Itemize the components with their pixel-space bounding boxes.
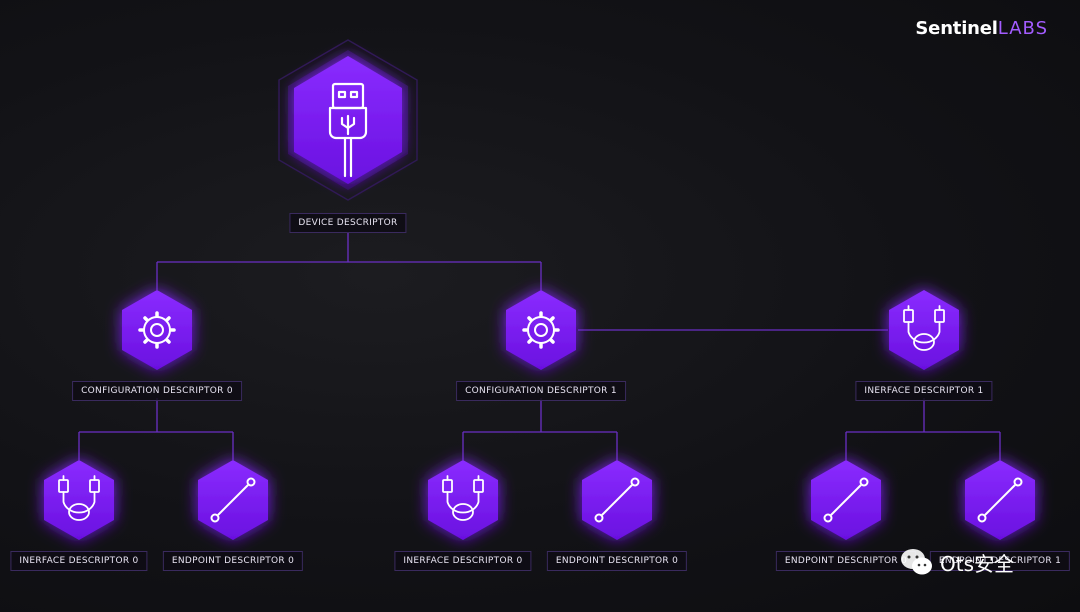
c0-interface-descriptor-0-node — [44, 460, 114, 540]
watermark-text: Ots安全 — [940, 551, 1015, 576]
endpoint-link-icon — [823, 477, 869, 523]
wechat-icon — [901, 549, 932, 575]
c0-endpoint-descriptor-0-label: ENDPOINT DESCRIPTOR 0 — [162, 551, 304, 571]
configuration-descriptor-0-label: CONFIGURATION DESCRIPTOR 0 — [72, 381, 242, 401]
configuration-descriptor-1-label: CONFIGURATION DESCRIPTOR 1 — [456, 381, 626, 401]
c0-endpoint-descriptor-0-node — [198, 460, 268, 540]
i1-endpoint-descriptor-0-label: ENDPOINT DESCRIPTOR 0 — [775, 551, 917, 571]
brand-name: Sentinel — [915, 18, 998, 39]
watermark: Ots安全 — [900, 545, 1014, 579]
endpoint-link-icon — [977, 477, 1023, 523]
c1-interface-descriptor-0-label: INERFACE DESCRIPTOR 0 — [394, 551, 532, 571]
interface-descriptor-1-node — [889, 290, 959, 370]
gear-icon — [522, 311, 560, 349]
sentinellabs-logo: SentinelLABS — [915, 18, 1048, 39]
gear-icon — [138, 311, 176, 349]
endpoint-link-icon — [210, 477, 256, 523]
endpoint-link-icon — [594, 477, 640, 523]
c1-endpoint-descriptor-0-node — [582, 460, 652, 540]
i1-endpoint-descriptor-0-node — [811, 460, 881, 540]
configuration-descriptor-0-node — [122, 290, 192, 370]
configuration-descriptor-1-node — [506, 290, 576, 370]
brand-suffix: LABS — [997, 18, 1048, 39]
i1-endpoint-descriptor-1-label: ENDPOINT DESCRIPTOR 1 — [929, 551, 1071, 571]
usb-plug-icon — [328, 82, 368, 178]
interface-descriptor-1-label: INERFACE DESCRIPTOR 1 — [855, 381, 993, 401]
device-descriptor-node — [278, 39, 418, 201]
i1-endpoint-descriptor-1-node — [965, 460, 1035, 540]
device-descriptor-label: DEVICE DESCRIPTOR — [289, 213, 407, 233]
usb-cable-icon — [58, 475, 100, 521]
c0-interface-descriptor-0-label: INERFACE DESCRIPTOR 0 — [10, 551, 148, 571]
usb-cable-icon — [442, 475, 484, 521]
connector-lines — [78, 232, 1001, 460]
c1-interface-descriptor-0-node — [428, 460, 498, 540]
c1-endpoint-descriptor-0-label: ENDPOINT DESCRIPTOR 0 — [546, 551, 688, 571]
usb-cable-icon — [903, 305, 945, 351]
